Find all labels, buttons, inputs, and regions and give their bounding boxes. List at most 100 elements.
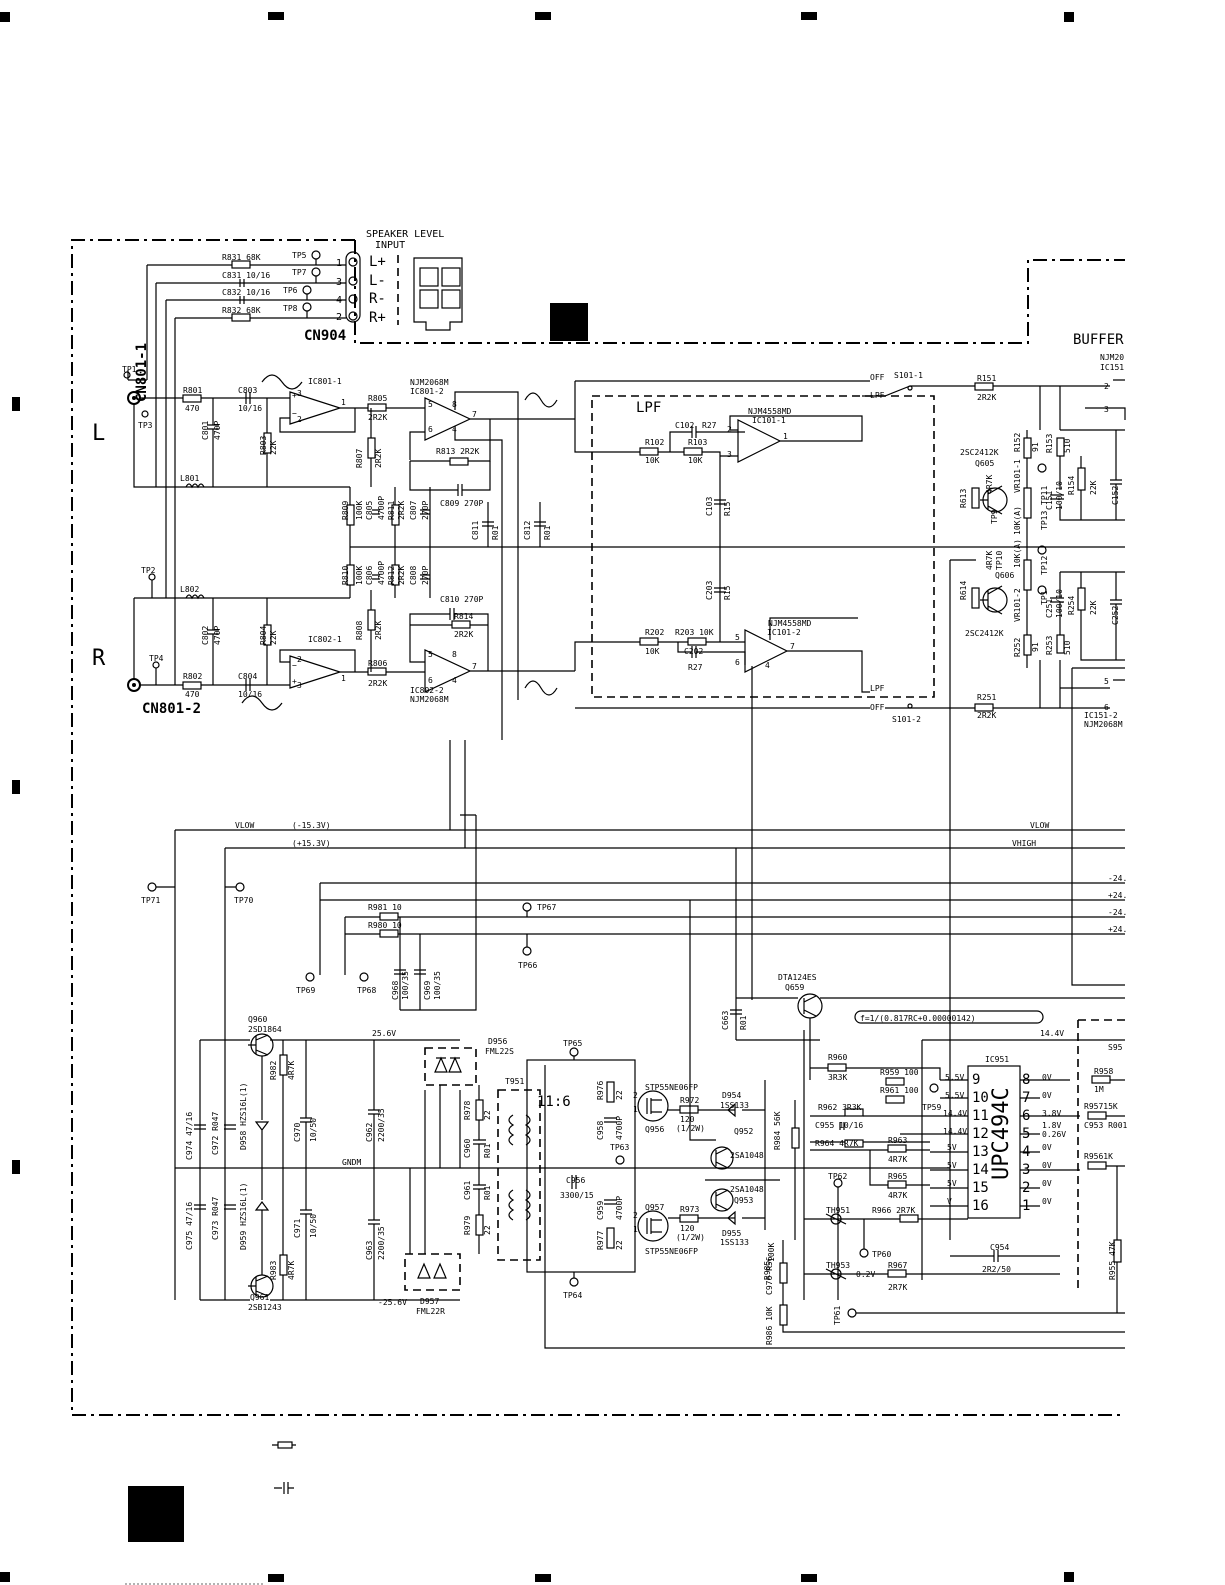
svg-text:1.8V: 1.8V <box>1042 1121 1061 1130</box>
svg-text:16: 16 <box>972 1198 989 1214</box>
svg-text:IC151-2: IC151-2 <box>1084 711 1118 720</box>
svg-text:7: 7 <box>472 410 477 419</box>
svg-text:100K: 100K <box>767 1243 776 1262</box>
svg-text:R960: R960 <box>828 1053 847 1062</box>
svg-text:1SS133: 1SS133 <box>720 1238 749 1247</box>
svg-text:2R2K: 2R2K <box>374 449 383 468</box>
svg-text:C976 R56: C976 R56 <box>765 1256 774 1295</box>
svg-text:TP9: TP9 <box>990 509 999 524</box>
svg-text:OFF: OFF <box>870 703 885 712</box>
svg-text:VLOW: VLOW <box>235 821 254 830</box>
svg-text:S101-2: S101-2 <box>892 715 921 724</box>
svg-text:L801: L801 <box>180 474 199 483</box>
svg-text:470P: 470P <box>213 626 222 645</box>
svg-text:9: 9 <box>972 1072 980 1088</box>
svg-text:R27: R27 <box>702 421 717 430</box>
svg-text:100K: 100K <box>355 501 364 520</box>
svg-text:12: 12 <box>972 1126 989 1142</box>
svg-text:7: 7 <box>472 662 477 671</box>
svg-text:22K: 22K <box>1089 480 1098 495</box>
svg-text:6: 6 <box>1104 703 1109 712</box>
svg-text:C832 10/16: C832 10/16 <box>222 288 270 297</box>
svg-text:C975 47/16: C975 47/16 <box>185 1202 194 1250</box>
ic951-block: 14.4V IC951 UPC494C 9 10 11 12 13 14 15 … <box>804 1019 1128 1325</box>
svg-text:C808: C808 <box>409 566 418 585</box>
svg-text:10K: 10K <box>645 456 660 465</box>
svg-text:4: 4 <box>452 676 457 685</box>
svg-text:14.4V: 14.4V <box>1040 1029 1064 1038</box>
svg-text:TP2: TP2 <box>141 566 156 575</box>
svg-text:0V: 0V <box>1042 1161 1052 1170</box>
svg-text:120: 120 <box>680 1224 695 1233</box>
svg-text:R01: R01 <box>483 1143 492 1158</box>
svg-text:4700P: 4700P <box>377 561 386 585</box>
svg-text:−: − <box>292 661 297 670</box>
svg-text:10K: 10K <box>645 647 660 656</box>
svg-text:100/35: 100/35 <box>433 971 442 1000</box>
svg-text:C102: C102 <box>675 421 694 430</box>
svg-text:R809: R809 <box>341 501 350 520</box>
svg-text:R831 68K: R831 68K <box>222 253 261 262</box>
svg-text:100/10: 100/10 <box>1055 481 1064 510</box>
svg-text:D958 HZS16L(1): D958 HZS16L(1) <box>239 1083 248 1150</box>
svg-text:C804: C804 <box>238 672 257 681</box>
svg-text:0V: 0V <box>1042 1197 1052 1206</box>
svg-text:R253: R253 <box>1045 636 1054 655</box>
svg-text:4700P: 4700P <box>615 1196 624 1220</box>
svg-text:2R2K: 2R2K <box>368 679 387 688</box>
svg-text:0V: 0V <box>1042 1091 1052 1100</box>
svg-text:V: V <box>947 1197 952 1206</box>
svg-text:2SB1243: 2SB1243 <box>248 1303 282 1312</box>
svg-text:C958: C958 <box>596 1121 605 1140</box>
svg-text:D956: D956 <box>488 1037 507 1046</box>
svg-text:TP7: TP7 <box>292 268 307 277</box>
svg-text:6: 6 <box>428 676 433 685</box>
svg-text:1: 1 <box>336 258 342 269</box>
registration-marks <box>0 12 1074 1585</box>
svg-text:22: 22 <box>615 1090 624 1100</box>
svg-text:4R7K: 4R7K <box>985 475 994 494</box>
svg-text:T951: T951 <box>505 1077 524 1086</box>
svg-text:Q952: Q952 <box>734 1127 753 1136</box>
input-label: INPUT <box>375 240 405 251</box>
svg-text:-24.: -24. <box>1108 874 1127 883</box>
svg-text:C151: C151 <box>1045 491 1054 510</box>
svg-text:C807: C807 <box>409 501 418 520</box>
svg-text:2SA1048: 2SA1048 <box>730 1151 764 1160</box>
svg-text:R959 100: R959 100 <box>880 1068 919 1077</box>
svg-text:R103: R103 <box>688 438 707 447</box>
svg-text:VR101-1: VR101-1 <box>1013 459 1022 493</box>
svg-text:1: 1 <box>633 1105 638 1114</box>
svg-text:R812: R812 <box>387 566 396 585</box>
svg-text:2SC2412K: 2SC2412K <box>965 629 1004 638</box>
svg-text:TP1: TP1 <box>122 365 137 374</box>
svg-text:3: 3 <box>1104 405 1109 414</box>
svg-text:120: 120 <box>680 1115 695 1124</box>
svg-text:2200/35: 2200/35 <box>377 1226 386 1260</box>
svg-text:0V: 0V <box>1042 1179 1052 1188</box>
svg-text:TP11: TP11 <box>1040 486 1049 505</box>
svg-text:C960: C960 <box>463 1139 472 1158</box>
svg-text:R966 2R7K: R966 2R7K <box>872 1206 916 1215</box>
ic951-part: UPC494C <box>989 1087 1014 1180</box>
svg-text:IC951: IC951 <box>985 1055 1009 1064</box>
svg-text:C968: C968 <box>391 981 400 1000</box>
svg-text:C103: C103 <box>705 497 714 516</box>
svg-text:R95715K: R95715K <box>1084 1102 1118 1111</box>
svg-text:270P: 270P <box>421 501 430 520</box>
svg-text:10K(A): 10K(A) <box>1013 539 1022 568</box>
buffer-section: BUFFER NJM20 IC151 R151 2R2K 2 3 R251 2R… <box>949 332 1126 1240</box>
power-rails: VLOW (-15.3V) (+15.3V) VLOW VHIGH -24. +… <box>141 740 1127 1300</box>
svg-text:TP4: TP4 <box>149 654 164 663</box>
svg-text:C812: C812 <box>523 521 532 540</box>
svg-text:R967: R967 <box>888 1261 907 1270</box>
lpf-block: LPF R102 10K R103 10K C102 R27 C103 R15 … <box>574 380 935 1000</box>
svg-text:C954: C954 <box>990 1243 1009 1252</box>
power-supply: R981 10 R980 10 TP67 TP66 TP69 TP68 C968… <box>175 902 950 1316</box>
svg-text:R977: R977 <box>596 1231 605 1250</box>
svg-text:Q659: Q659 <box>785 983 804 992</box>
svg-text:R810: R810 <box>341 566 350 585</box>
svg-text:R979: R979 <box>463 1216 472 1235</box>
svg-text:1: 1 <box>341 674 346 683</box>
lpf-label: LPF <box>636 400 661 416</box>
